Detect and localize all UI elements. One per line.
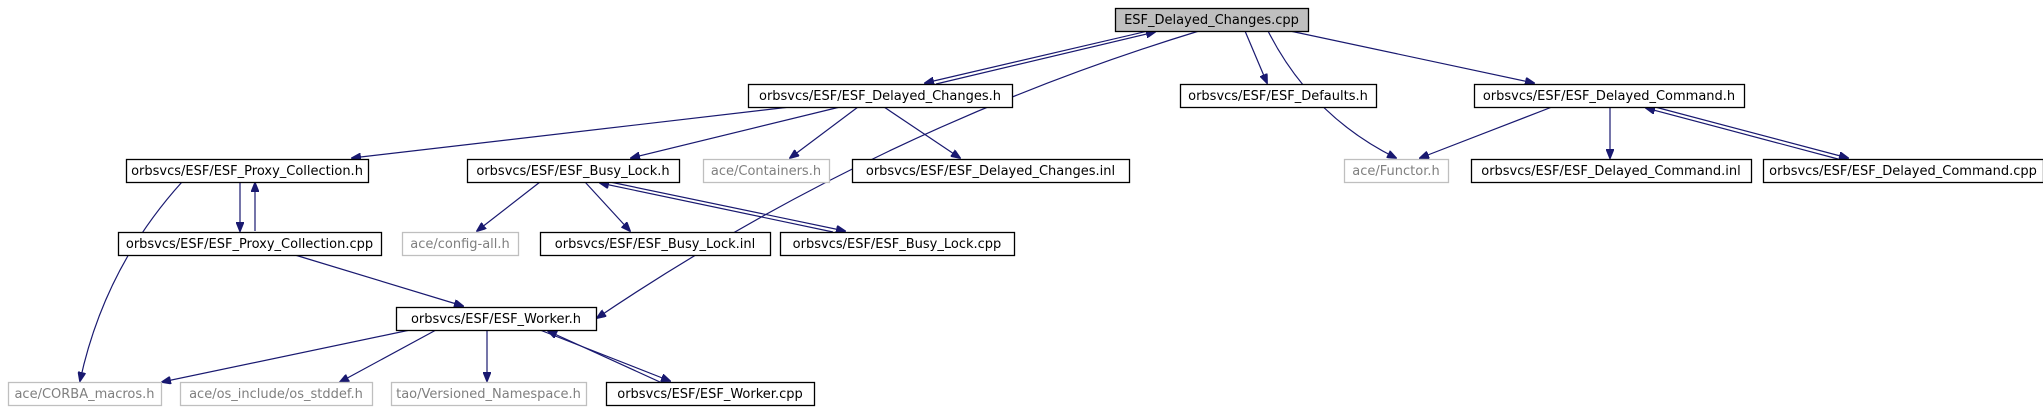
node-label: ace/config-all.h	[410, 237, 510, 252]
edge-workerh-to-workercpp	[539, 329, 670, 381]
node-workercpp[interactable]: orbsvcs/ESF/ESF_Worker.cpp	[605, 381, 816, 407]
edge-blh-to-blinl	[584, 181, 630, 231]
node-box	[466, 158, 681, 184]
node-box	[747, 83, 1014, 109]
node-containers: ace/Containers.h	[702, 158, 831, 184]
edge-root-to-defaults	[1244, 30, 1267, 83]
node-root[interactable]: ESF_Delayed_Changes.cpp	[1114, 7, 1310, 33]
node-label: orbsvcs/ESF/ESF_Defaults.h	[1188, 89, 1368, 104]
edge-pccpp-to-workerh	[294, 254, 463, 306]
node-box	[1762, 158, 2043, 184]
node-label: ace/CORBA_macros.h	[14, 387, 154, 402]
node-box	[1179, 83, 1378, 109]
node-osstddef: ace/os_include/os_stddef.h	[179, 381, 374, 407]
node-pccpp[interactable]: orbsvcs/ESF/ESF_Proxy_Collection.cpp	[117, 231, 383, 257]
node-label: orbsvcs/ESF/ESF_Delayed_Command.cpp	[1769, 164, 2037, 179]
node-dcmdinl[interactable]: orbsvcs/ESF/ESF_Delayed_Command.inl	[1470, 158, 1753, 184]
edge-dch-to-root	[935, 32, 1155, 85]
edge-workerh-to-corba	[162, 329, 411, 382]
node-box	[7, 381, 163, 407]
edge-dch-to-dcinl	[883, 106, 960, 158]
edge-dcmd-to-functor	[1420, 106, 1553, 158]
node-workerh[interactable]: orbsvcs/ESF/ESF_Worker.h	[395, 306, 598, 332]
edges-layer	[80, 31, 1848, 382]
nodes-layer: ESF_Delayed_Changes.cpp orbsvcs/ESF/ESF_D…	[7, 7, 2043, 407]
edge-workercpp-to-workerh	[548, 331, 661, 383]
node-pch[interactable]: orbsvcs/ESF/ESF_Proxy_Collection.h	[125, 158, 370, 184]
node-label: orbsvcs/ESF/ESF_Busy_Lock.cpp	[793, 237, 1002, 252]
edge-root-to-workerh	[597, 30, 1200, 318]
node-box	[1473, 83, 1746, 109]
node-defaults[interactable]: orbsvcs/ESF/ESF_Defaults.h	[1179, 83, 1378, 109]
node-corba: ace/CORBA_macros.h	[7, 381, 163, 407]
node-label: orbsvcs/ESF/ESF_Proxy_Collection.cpp	[126, 237, 373, 252]
node-box	[390, 381, 588, 407]
node-box	[702, 158, 831, 184]
node-box	[1343, 158, 1450, 184]
node-box	[1114, 7, 1310, 33]
node-label: orbsvcs/ESF/ESF_Busy_Lock.h	[476, 164, 669, 179]
node-dch[interactable]: orbsvcs/ESF/ESF_Delayed_Changes.h	[747, 83, 1014, 109]
node-box	[179, 381, 374, 407]
node-box	[1470, 158, 1753, 184]
node-box	[539, 231, 772, 257]
node-functor: ace/Functor.h	[1343, 158, 1450, 184]
node-label: orbsvcs/ESF/ESF_Busy_Lock.inl	[555, 237, 755, 252]
node-dcmd[interactable]: orbsvcs/ESF/ESF_Delayed_Command.h	[1473, 83, 1746, 109]
node-blinl[interactable]: orbsvcs/ESF/ESF_Busy_Lock.inl	[539, 231, 772, 257]
node-blh[interactable]: orbsvcs/ESF/ESF_Busy_Lock.h	[466, 158, 681, 184]
node-dcinl[interactable]: orbsvcs/ESF/ESF_Delayed_Changes.inl	[851, 158, 1131, 184]
node-label: ESF_Delayed_Changes.cpp	[1124, 13, 1299, 28]
node-label: orbsvcs/ESF/ESF_Delayed_Command.inl	[1481, 164, 1741, 179]
edge-blh-to-blcpp	[609, 181, 845, 231]
node-label: orbsvcs/ESF/ESF_Delayed_Changes.h	[759, 89, 1001, 104]
node-box	[125, 158, 370, 184]
edge-blcpp-to-blh	[600, 183, 834, 233]
node-box	[851, 158, 1131, 184]
edge-pch-to-corba	[80, 181, 183, 381]
node-label: orbsvcs/ESF/ESF_Delayed_Changes.inl	[866, 164, 1115, 179]
node-dcmdcpp[interactable]: orbsvcs/ESF/ESF_Delayed_Command.cpp	[1762, 158, 2043, 184]
edge-dcmd-to-dcmdcpp	[1654, 106, 1848, 158]
node-box	[401, 231, 520, 257]
node-label: orbsvcs/ESF/ESF_Delayed_Command.h	[1483, 89, 1735, 104]
edge-dch-to-blh	[631, 106, 841, 158]
edge-root-to-dcmd	[1289, 30, 1534, 83]
node-box	[117, 231, 383, 257]
node-box	[395, 306, 598, 332]
node-blcpp[interactable]: orbsvcs/ESF/ESF_Busy_Lock.cpp	[779, 231, 1016, 257]
edge-blh-to-configall	[477, 181, 541, 231]
edge-workerh-to-osstddef	[340, 329, 437, 382]
node-label: orbsvcs/ESF/ESF_Worker.cpp	[617, 387, 802, 402]
node-label: orbsvcs/ESF/ESF_Proxy_Collection.h	[131, 164, 363, 179]
node-label: ace/Containers.h	[711, 164, 821, 179]
node-label: ace/Functor.h	[1352, 164, 1439, 179]
node-label: tao/Versioned_Namespace.h	[396, 387, 581, 402]
edge-root-to-dch	[925, 30, 1149, 83]
edge-dch-to-pch	[352, 106, 791, 158]
node-configall: ace/config-all.h	[401, 231, 520, 257]
node-label: orbsvcs/ESF/ESF_Worker.h	[411, 312, 581, 327]
node-versioned: tao/Versioned_Namespace.h	[390, 381, 588, 407]
node-label: ace/os_include/os_stddef.h	[189, 387, 363, 402]
edge-dcmdcpp-to-dcmd	[1646, 108, 1839, 160]
node-box	[605, 381, 816, 407]
node-box	[779, 231, 1016, 257]
edge-dch-to-containers	[790, 106, 859, 158]
